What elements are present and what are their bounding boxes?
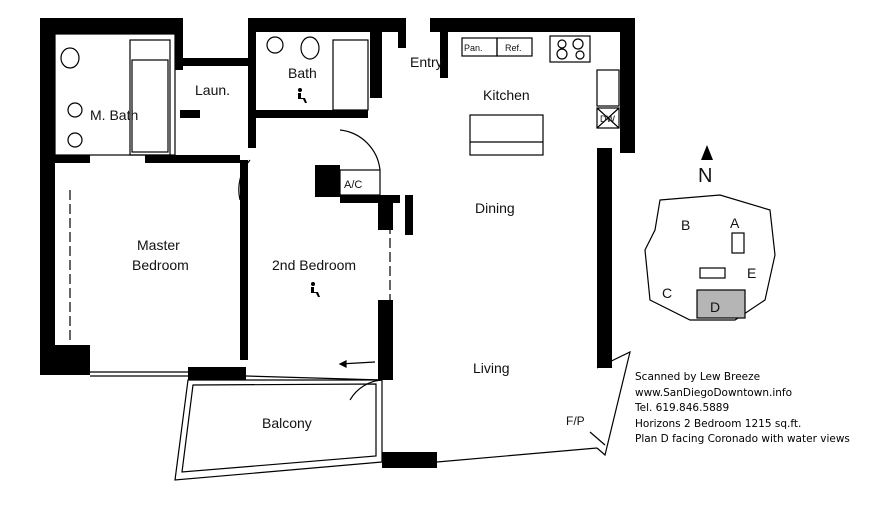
credit-line: Horizons 2 Bedroom 1215 sq.ft. (635, 417, 802, 430)
room-label-dining: Dining (475, 200, 515, 216)
credits: Scanned by Lew Breeze www.SanDiegoDownto… (635, 370, 850, 448)
room-label-master-bath: M. Bath (90, 107, 138, 123)
room-label-entry: Entry (410, 54, 443, 70)
walls (40, 18, 635, 468)
room-label-kitchen: Kitchen (483, 87, 530, 103)
room-label-master-bedroom: Master (137, 237, 180, 253)
north-arrow-icon (701, 145, 713, 160)
refrigerator-label: Ref. (505, 43, 522, 53)
room-label-2nd-bedroom: 2nd Bedroom (272, 257, 356, 273)
ac-label: A/C (344, 179, 362, 191)
room-label-living: Living (473, 360, 510, 376)
site-plan (644, 194, 776, 321)
site-unit-b: B (681, 217, 690, 233)
credit-line: Tel. 619.846.5889 (635, 402, 730, 414)
credit-line: Scanned by Lew Breeze (635, 371, 761, 383)
room-label-balcony: Balcony (262, 415, 312, 431)
site-unit-d: D (710, 299, 720, 315)
site-unit-c: C (662, 285, 672, 301)
fireplace-label: F/P (566, 414, 585, 428)
credit-line: Plan D facing Coronado with water views (635, 433, 850, 445)
dishwasher-label: DW (600, 114, 615, 124)
thin-lines (54, 33, 631, 481)
credit-line: www.SanDiegoDowntown.info (635, 386, 793, 399)
room-label-laundry: Laun. (195, 82, 230, 98)
wheelchair-icon (298, 88, 320, 297)
pantry-label: Pan. (464, 43, 483, 53)
site-unit-a: A (730, 215, 740, 231)
room-label-master-bedroom-2: Bedroom (132, 257, 189, 273)
site-unit-e: E (747, 265, 756, 281)
room-label-bath: Bath (288, 65, 317, 81)
north-label: N (698, 165, 712, 187)
fixtures (60, 36, 585, 148)
